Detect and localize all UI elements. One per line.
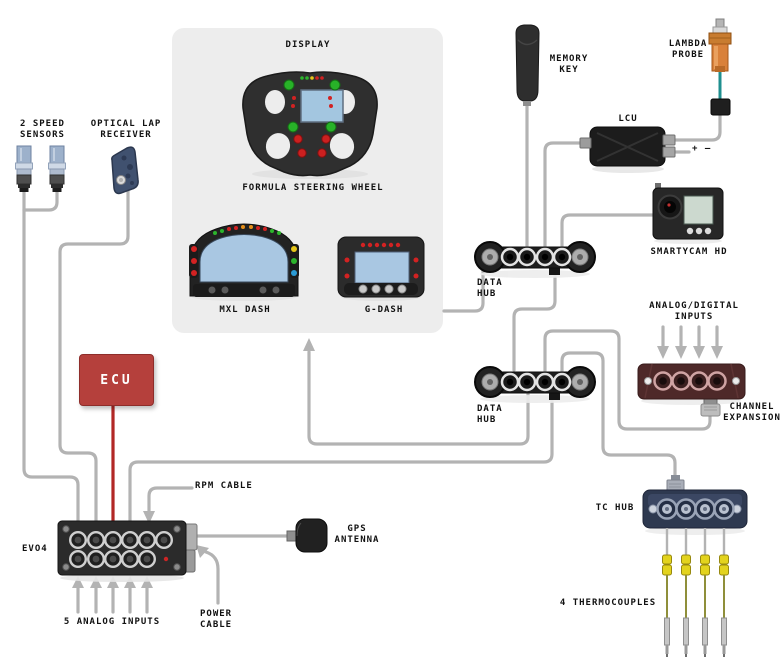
cable-lap-receiver-to-evo4 — [58, 188, 130, 536]
ecu-box: ECU — [79, 354, 154, 406]
cable-lcu-to-data-hub1 — [543, 141, 583, 249]
label-formula-steering-wheel: FORMULA STEERING WHEEL — [242, 183, 384, 193]
cable-speed-sensor2-join — [22, 188, 59, 212]
analog-input-arrow-icon — [141, 576, 153, 588]
cable-smartycam-to-data-hub1 — [560, 213, 655, 249]
label-thermocouples: 4 THERMOCOUPLES — [559, 598, 657, 608]
label-5-analog-inputs: 5 ANALOG INPUTS — [63, 617, 161, 627]
analog-input-arrow-icon — [90, 576, 102, 588]
cable-tc-hub-to-data-hub2 — [560, 351, 677, 481]
label-evo4: EVO4 — [22, 544, 48, 554]
label-optical-lap-receiver: OPTICAL LAP RECEIVER — [90, 119, 162, 140]
label-g-dash: G-DASH — [364, 305, 404, 315]
thermocouple-icon — [719, 528, 729, 657]
tc-hub-icon — [642, 475, 748, 529]
memory-key-icon — [515, 24, 540, 106]
display-arrow-icon — [303, 338, 315, 351]
ad-input-arrow-icon — [675, 346, 687, 359]
analog-input-arrow-icon — [72, 576, 84, 588]
label-gps-antenna: GPS ANTENNA — [334, 524, 380, 545]
ad-input-arrow-icon — [693, 346, 705, 359]
label-display: DISPLAY — [285, 40, 331, 50]
label-analog-digital-inputs: ANALOG/DIGITAL INPUTS — [649, 301, 739, 322]
label-lambda-probe: LAMBDA PROBE — [668, 39, 708, 60]
lambda-probe-icon — [708, 18, 732, 116]
thermocouple-icon — [681, 528, 691, 657]
rpm-arrow-icon — [143, 511, 155, 524]
lcu-icon — [579, 126, 676, 167]
evo4-icon — [57, 520, 198, 576]
label-data-hub-1: DATA HUB — [477, 278, 503, 299]
annotation-arrows — [72, 325, 723, 614]
g-dash-icon — [337, 236, 425, 298]
power-cable-arrow — [204, 550, 220, 605]
thermocouple-icon — [662, 528, 672, 657]
data-hub-icon — [474, 241, 596, 275]
label-tc-hub: TC HUB — [595, 503, 635, 513]
mxl-dash-icon — [189, 223, 299, 297]
channel-expansion-icon — [637, 363, 746, 417]
cable-lambda-to-lcu — [674, 112, 722, 142]
smartycam-icon — [652, 183, 724, 240]
rpm-cable-arrow — [147, 486, 194, 514]
analog-input-arrow-icon — [124, 576, 136, 588]
cable-speed-sensors-to-evo4 — [22, 188, 80, 536]
label-rpm-cable: RPM CABLE — [195, 481, 253, 491]
ad-input-arrow-icon — [657, 346, 669, 359]
label-mxl-dash: MXL DASH — [219, 305, 271, 315]
cables — [22, 70, 722, 538]
gps-antenna-icon — [286, 518, 328, 553]
formula-steering-wheel-icon — [242, 71, 378, 177]
thermocouple-icon — [700, 528, 710, 657]
ad-input-arrow-icon — [711, 346, 723, 359]
label-ecu: ECU — [100, 372, 133, 388]
cable-data-hub2-to-display — [307, 350, 530, 446]
label-data-hub-2: DATA HUB — [477, 404, 503, 425]
power-arrow-icon — [196, 545, 209, 558]
label-speed-sensors: 2 SPEED SENSORS — [20, 119, 65, 140]
speed-sensor-icon — [15, 145, 33, 192]
cable-evo4-to-data-hub2 — [128, 398, 554, 536]
cable-data-hub1-to-data-hub2 — [512, 268, 557, 372]
cable-data-hub1-to-display — [442, 268, 485, 313]
label-channel-expansion: CHANNEL EXPANSION — [723, 402, 781, 423]
label-plus-minus: + – — [692, 144, 712, 154]
label-power-cable: POWER CABLE — [200, 609, 233, 630]
analog-input-arrow-icon — [107, 576, 119, 588]
optical-lap-receiver-icon — [111, 146, 139, 195]
data-hub-icon — [474, 366, 596, 400]
label-memory-key: MEMORY KEY — [549, 54, 589, 75]
evo4-led — [163, 556, 169, 562]
speed-sensor-icon — [48, 145, 66, 192]
label-lcu: LCU — [618, 114, 638, 124]
label-smartycam-hd: SMARTYCAM HD — [650, 247, 728, 257]
cable-channel-expansion-to-data-hub2 — [543, 329, 712, 431]
